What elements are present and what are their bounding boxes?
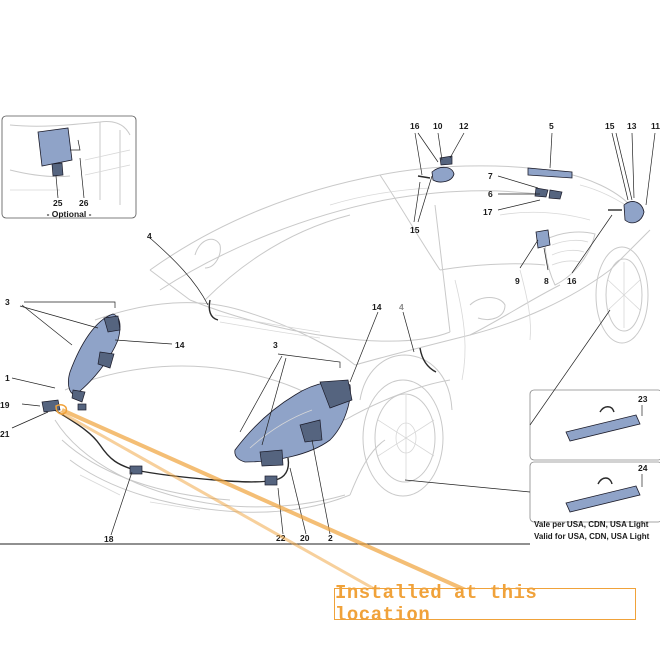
callout-3-left: 3 bbox=[5, 297, 10, 307]
callout-10: 10 bbox=[433, 121, 443, 131]
callout-4-front: 4 bbox=[147, 231, 152, 241]
callout-15-right: 15 bbox=[605, 121, 615, 131]
callout-8: 8 bbox=[544, 276, 549, 286]
callout-3-right: 3 bbox=[273, 340, 278, 350]
interior-parts bbox=[417, 155, 645, 249]
validity-english: Valid for USA, CDN, USA Light bbox=[534, 532, 650, 541]
callout-1: 1 bbox=[5, 373, 10, 383]
banner-text: Installed at this location bbox=[335, 582, 538, 626]
location-pointer bbox=[55, 404, 471, 597]
inset-optional-box: 25 26 - Optional - bbox=[1, 115, 137, 219]
callout-5: 5 bbox=[549, 121, 554, 131]
validity-italian: Vale per USA, CDN, USA Light bbox=[534, 520, 649, 529]
optional-module-25 bbox=[37, 127, 73, 167]
callout-26: 26 bbox=[79, 198, 89, 208]
front-harness bbox=[41, 299, 437, 486]
callout-19: 19 bbox=[0, 400, 10, 410]
callout-16-right: 16 bbox=[567, 276, 577, 286]
leader-lines bbox=[11, 132, 656, 536]
callout-15-middle: 15 bbox=[410, 225, 420, 235]
callout-25: 25 bbox=[53, 198, 63, 208]
callout-16-top: 16 bbox=[410, 121, 420, 131]
callout-13: 13 bbox=[627, 121, 637, 131]
callout-11: 11 bbox=[651, 121, 660, 131]
side-marker-24 bbox=[565, 485, 641, 513]
car-outline bbox=[54, 165, 651, 513]
callout-9: 9 bbox=[515, 276, 520, 286]
callout-7: 7 bbox=[488, 171, 493, 181]
callout-14-right: 14 bbox=[372, 302, 382, 312]
callout-24: 24 bbox=[638, 463, 648, 473]
callout-20: 20 bbox=[300, 533, 310, 543]
callout-21: 21 bbox=[0, 429, 10, 439]
callout-23: 23 bbox=[638, 394, 648, 404]
side-marker-23 bbox=[565, 414, 641, 442]
inset-optional-label: - Optional - bbox=[47, 209, 92, 219]
callout-2: 2 bbox=[328, 533, 333, 543]
callout-numbers: 3 14 1 19 21 4 3 14 4 18 22 20 2 16 10 1… bbox=[0, 121, 660, 544]
side-marker-panels: 23 24 Vale per USA, CDN, USA Light Valid… bbox=[404, 309, 660, 541]
install-location-banner: Installed at this location bbox=[334, 582, 636, 626]
callout-14-left: 14 bbox=[175, 340, 185, 350]
callout-18: 18 bbox=[104, 534, 114, 544]
callout-17: 17 bbox=[483, 207, 493, 217]
callout-4-side: 4 bbox=[399, 302, 404, 312]
right-headlamp bbox=[234, 379, 353, 467]
left-headlamp bbox=[68, 313, 121, 403]
callout-6: 6 bbox=[488, 189, 493, 199]
callout-12: 12 bbox=[459, 121, 469, 131]
